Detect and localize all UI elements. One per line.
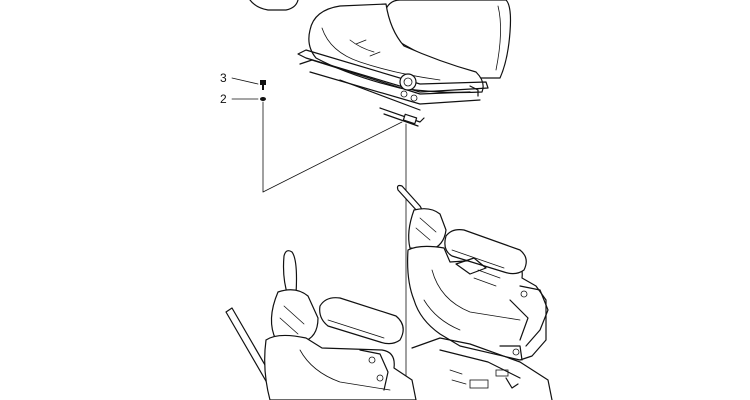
washer-icon bbox=[260, 97, 266, 101]
left-control-console bbox=[225, 250, 417, 400]
base-plate bbox=[411, 337, 553, 400]
bolt-icon bbox=[260, 80, 266, 90]
seat-assembly bbox=[297, 0, 512, 127]
callout-2: 2 bbox=[220, 92, 266, 106]
callout-number-3: 3 bbox=[220, 71, 227, 85]
callout-number-2: 2 bbox=[220, 92, 227, 106]
right-control-console bbox=[396, 184, 549, 361]
callout-3: 3 bbox=[220, 71, 266, 90]
leader-lines bbox=[262, 101, 407, 400]
partial-panel-top bbox=[249, 0, 299, 11]
